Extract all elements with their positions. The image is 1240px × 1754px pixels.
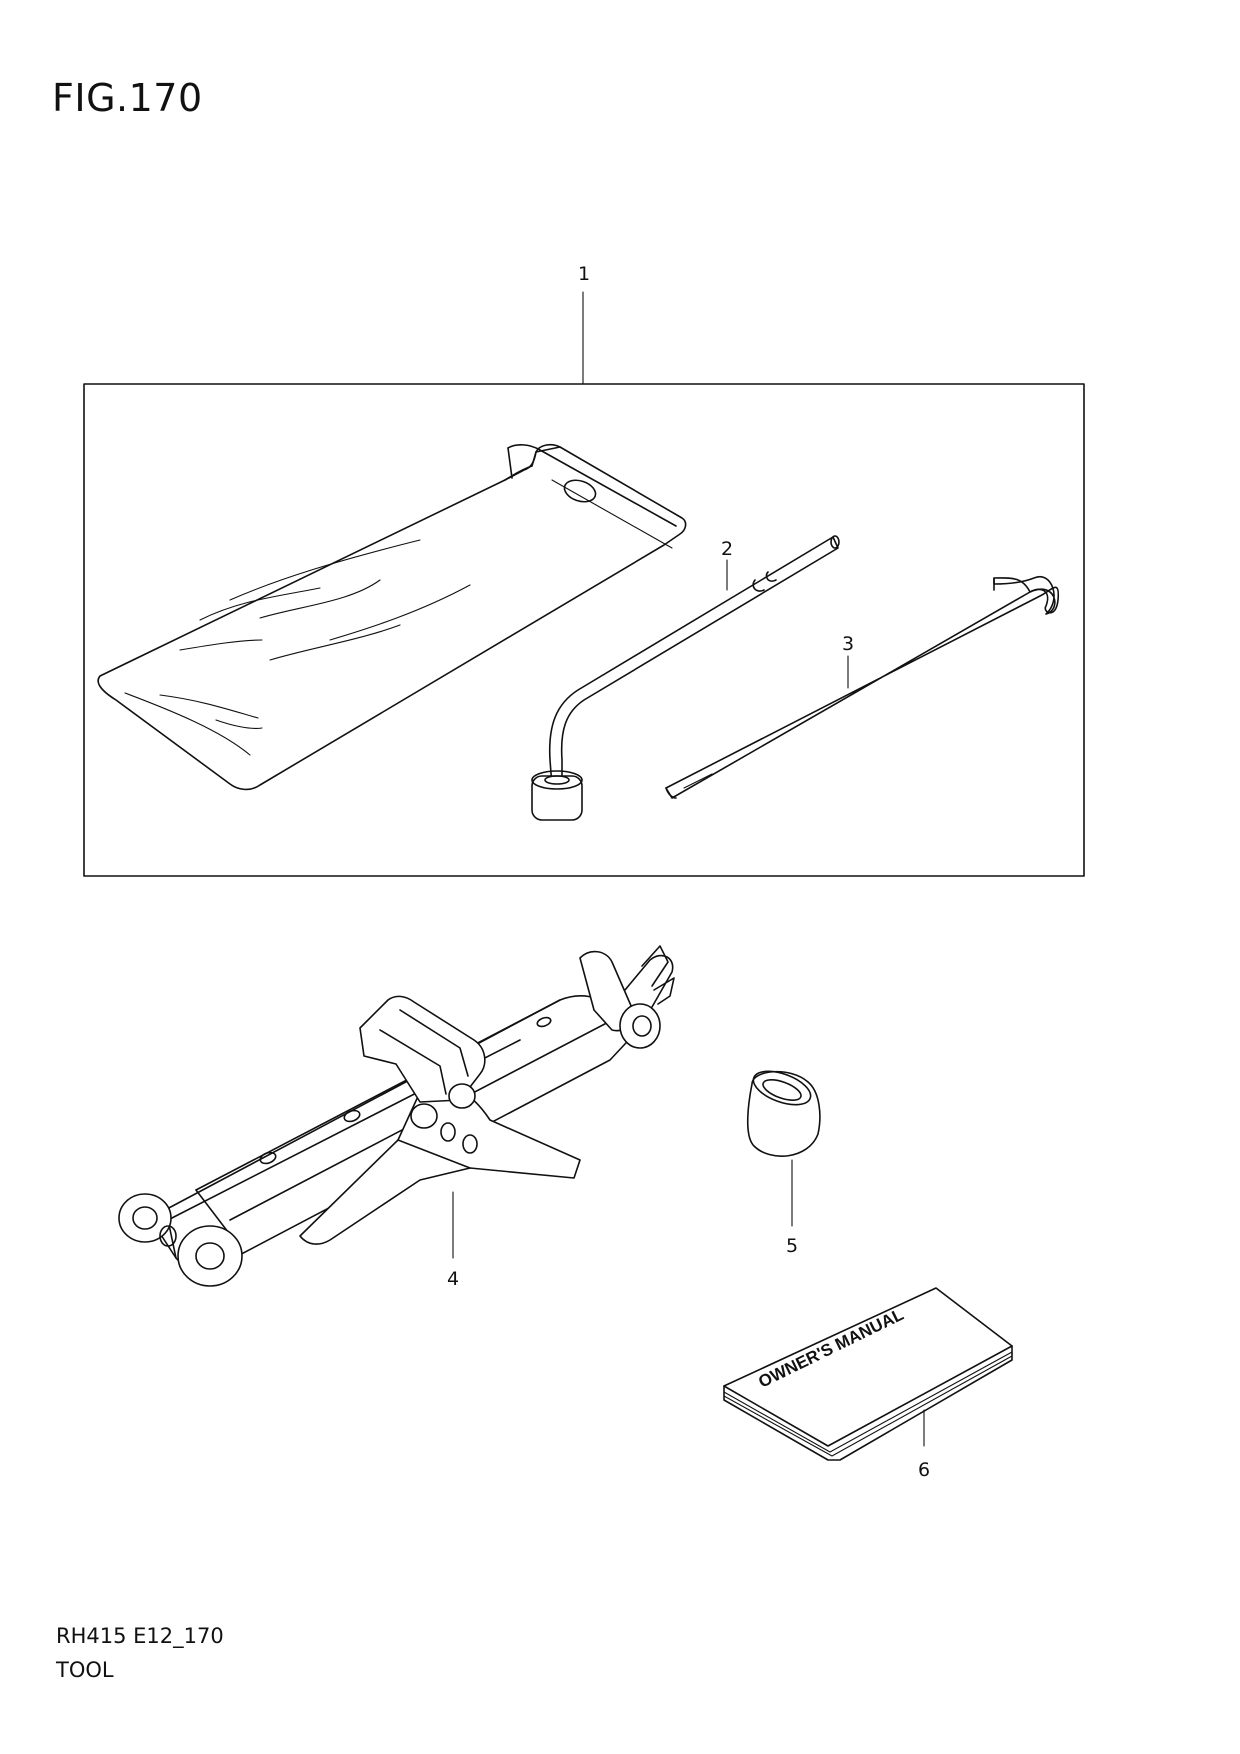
- callout-2[interactable]: 2: [721, 538, 733, 560]
- figure-name: TOOL: [56, 1658, 114, 1682]
- figure-title: FIG.170: [52, 76, 203, 120]
- wheel-nut-wrench[interactable]: [531, 535, 840, 821]
- wheel-cap-ring[interactable]: [746, 1065, 821, 1157]
- jack-handle-bar[interactable]: [665, 575, 1060, 799]
- owners-manual-book[interactable]: OWNER'S MANUAL: [723, 1287, 1013, 1461]
- callout-1[interactable]: 1: [578, 263, 590, 285]
- callout-5[interactable]: 5: [786, 1235, 798, 1257]
- callout-4[interactable]: 4: [447, 1268, 459, 1290]
- scissor-jack[interactable]: [118, 945, 675, 1287]
- callout-3[interactable]: 3: [842, 633, 854, 655]
- figure-code: RH415 E12_170: [56, 1624, 224, 1648]
- tool-bag[interactable]: [97, 443, 687, 791]
- tool-set-frame: [83, 383, 1085, 877]
- callout-6[interactable]: 6: [918, 1459, 930, 1481]
